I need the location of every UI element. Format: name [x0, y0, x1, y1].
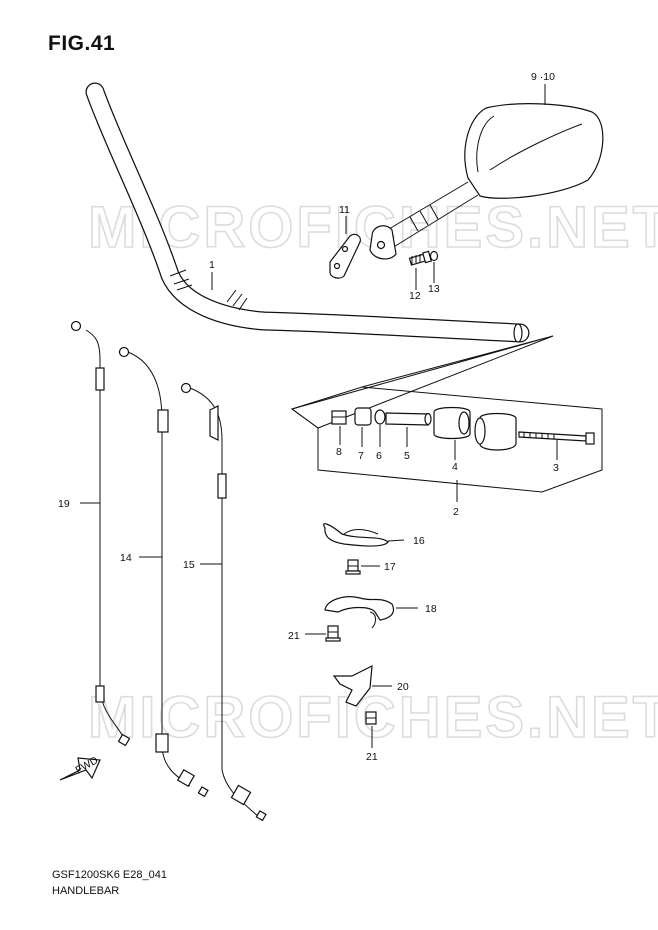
callout-2: 2: [453, 506, 459, 518]
callout-12: 12: [409, 290, 421, 302]
callout-11: 11: [339, 204, 350, 216]
mirror-washer: [429, 250, 439, 262]
callout-13: 13: [428, 283, 440, 295]
cable-clamp: [323, 523, 389, 547]
wire-clamp-bolt: [365, 711, 377, 725]
bar-end-weight-assembly: [290, 335, 603, 493]
wire-clamp: [332, 664, 373, 707]
callout-5: 5: [404, 450, 410, 462]
callout-8: 8: [336, 446, 342, 458]
callout-15: 15: [183, 559, 195, 571]
cable-14: [118, 346, 209, 798]
forward-direction-arrow: FWD: [59, 754, 101, 781]
mirror: [369, 103, 604, 260]
mirror-bolt: [408, 250, 433, 266]
callout-19: 19: [58, 498, 70, 510]
callout-4: 4: [452, 461, 458, 473]
callout-17: 17: [384, 561, 396, 573]
guide-clamp-bolt: [325, 625, 341, 642]
callout-16: 16: [413, 535, 425, 547]
figure-number: FIG.41: [48, 32, 116, 55]
handlebar: [85, 82, 530, 343]
callout-9-10: 9 ·10: [531, 71, 555, 83]
callout-21-a: 21: [288, 630, 300, 642]
callout-14: 14: [120, 552, 132, 564]
callout-21-b: 21: [366, 751, 378, 763]
cable-19: [70, 320, 131, 747]
callout-1: 1: [209, 259, 215, 271]
callout-7: 7: [358, 450, 364, 462]
clamp-bolt: [345, 559, 361, 575]
model-code: GSF1200SK6 E28_041: [52, 869, 167, 881]
callout-3: 3: [553, 462, 559, 474]
callout-6: 6: [376, 450, 382, 462]
cable-guide-clamp: [324, 596, 395, 621]
diagram-caption: HANDLEBAR: [52, 885, 120, 897]
callout-18: 18: [425, 603, 437, 615]
callout-20: 20: [397, 681, 409, 693]
cable-15: [180, 382, 267, 822]
